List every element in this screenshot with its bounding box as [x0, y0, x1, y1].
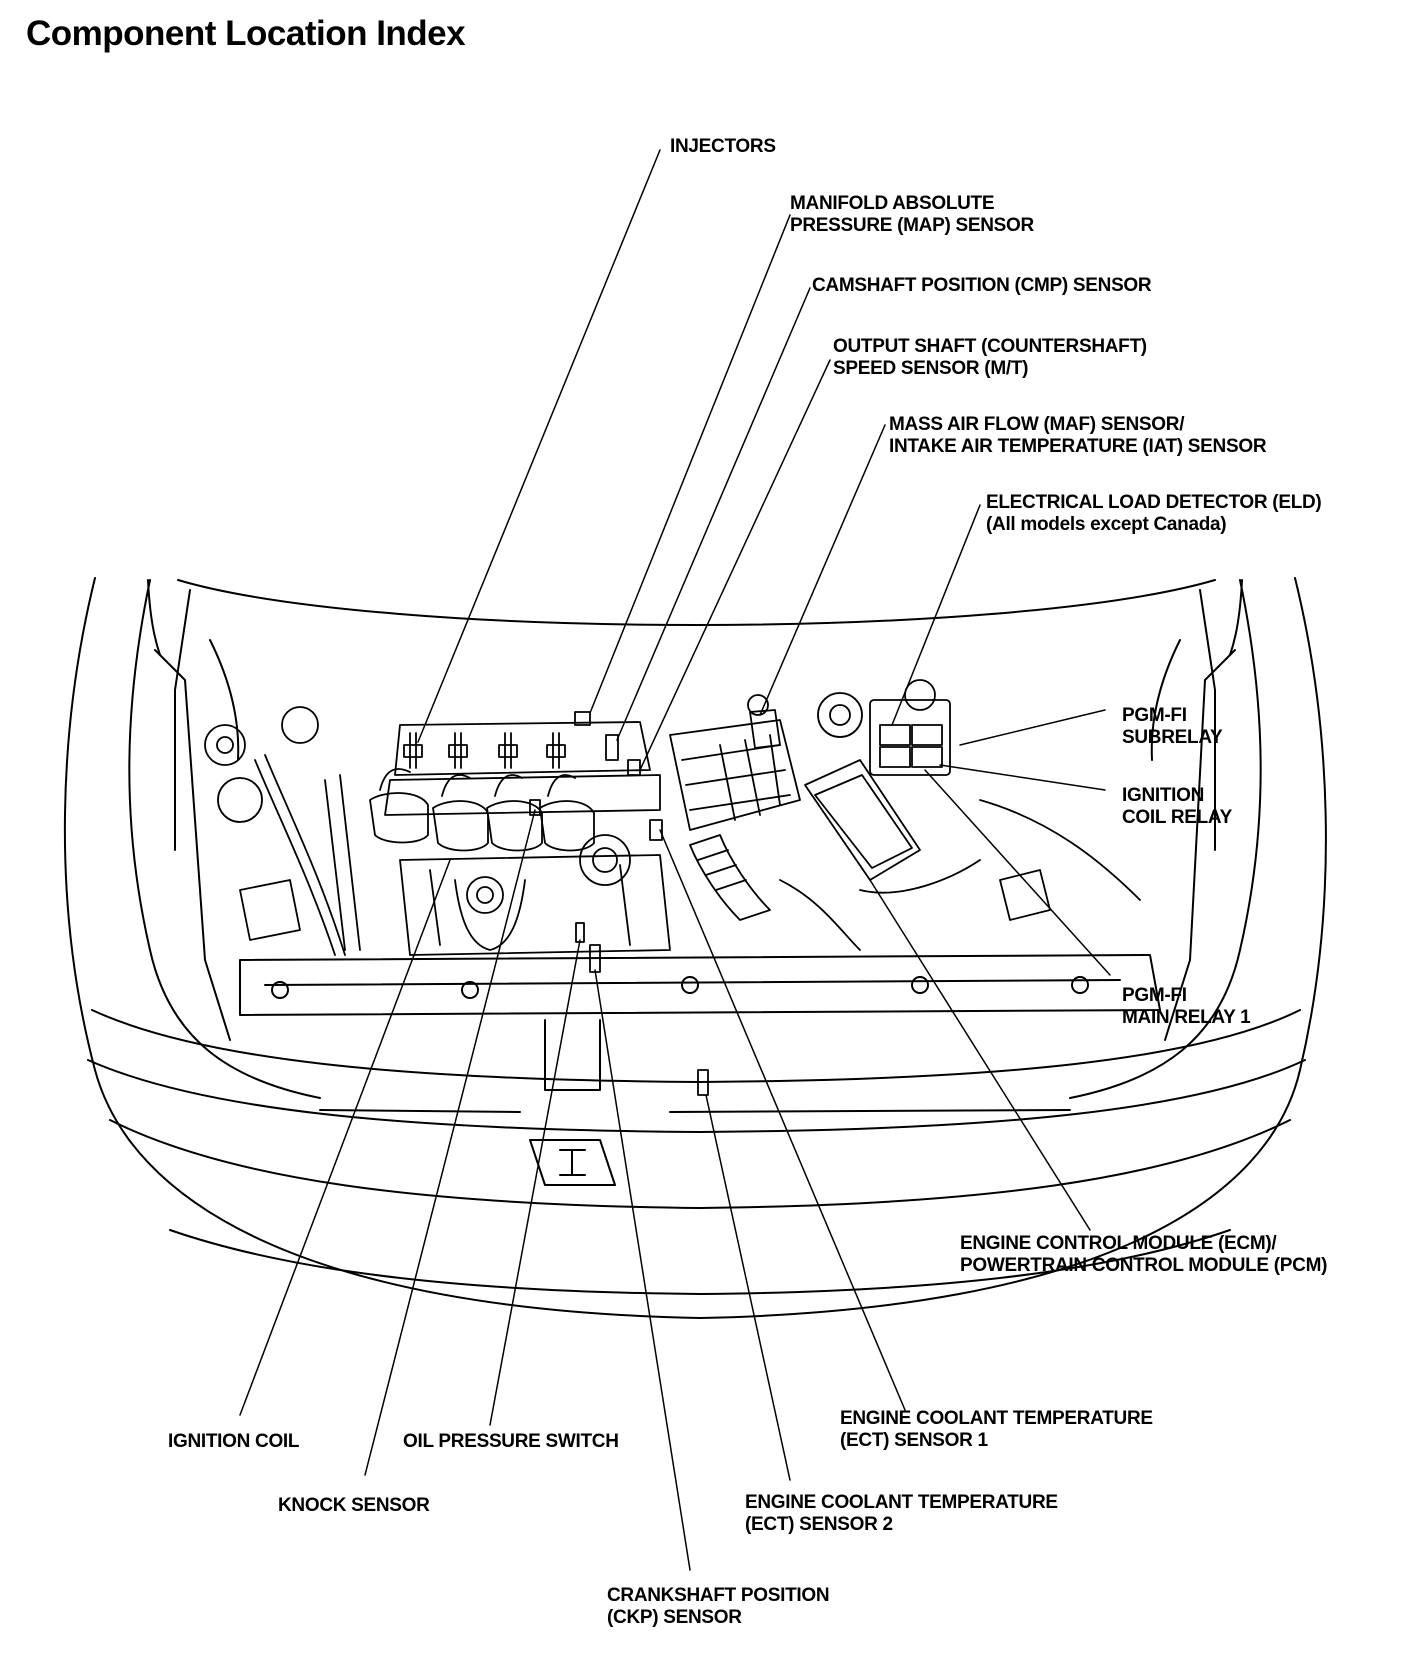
label-maf-iat-sensor: MASS AIR FLOW (MAF) SENSOR/INTAKE AIR TE… — [889, 414, 1267, 457]
label-ect-sensor-1: ENGINE COOLANT TEMPERATURE(ECT) SENSOR 1 — [840, 1408, 1153, 1451]
injectors — [403, 732, 566, 769]
label-oil-pressure-switch: OIL PRESSURE SWITCH — [403, 1431, 619, 1452]
ecm-box — [804, 759, 921, 881]
label-ckp-sensor: CRANKSHAFT POSITION(CKP) SENSOR — [607, 1585, 830, 1628]
label-ignition-coil: IGNITION COIL — [168, 1431, 300, 1452]
label-ect-sensor-2: ENGINE COOLANT TEMPERATURE(ECT) SENSOR 2 — [745, 1492, 1058, 1535]
label-ecm-pcm: ENGINE CONTROL MODULE (ECM)/POWERTRAIN C… — [960, 1233, 1328, 1276]
label-knock-sensor: KNOCK SENSOR — [278, 1495, 430, 1516]
label-cmp-sensor: CAMSHAFT POSITION (CMP) SENSOR — [812, 275, 1152, 296]
label-eld: ELECTRICAL LOAD DETECTOR (ELD)(All model… — [986, 492, 1322, 535]
car-body — [63, 577, 1327, 1319]
label-output-shaft-sensor: OUTPUT SHAFT (COUNTERSHAFT)SPEED SENSOR … — [833, 336, 1147, 379]
label-injectors: INJECTORS — [670, 136, 776, 157]
ignition-coils — [369, 768, 595, 852]
leader-lines — [239, 149, 1111, 1571]
engine-assembly — [204, 679, 1141, 1096]
page-title: Component Location Index — [26, 14, 466, 53]
